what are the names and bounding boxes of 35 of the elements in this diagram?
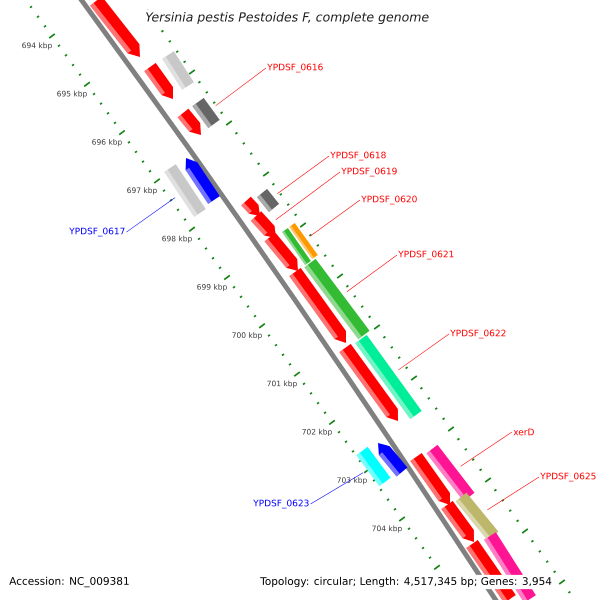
gene-label: YPDSF_0617 xyxy=(69,228,125,236)
gene-label: YPDSF_0623 xyxy=(253,500,309,508)
gene-label: YPDSF_0620 xyxy=(361,196,417,204)
leader-line xyxy=(215,68,266,106)
leader-line xyxy=(310,472,364,504)
leader-line xyxy=(487,476,540,510)
gene-label: YPDSF_0618 xyxy=(330,152,386,160)
gene-feature xyxy=(241,196,260,216)
gene-label: xerD xyxy=(513,428,534,436)
gene-feature xyxy=(178,108,201,135)
gene-label: YPDSF_0616 xyxy=(267,64,323,72)
leader-line xyxy=(398,334,450,370)
gene-feature xyxy=(164,164,206,217)
leader-line xyxy=(126,197,176,232)
leader-line xyxy=(277,156,330,194)
gene-feature xyxy=(250,211,276,238)
gene-label: YPDSF_0621 xyxy=(398,250,454,260)
gene-feature xyxy=(355,334,422,420)
leader-line xyxy=(276,172,340,220)
gene-label: YPDSF_0625 xyxy=(540,472,596,482)
title: Yersinia pestis Pestoides F, complete genome xyxy=(143,10,432,26)
gene-feature xyxy=(456,492,498,540)
leader-line xyxy=(310,200,360,236)
leader-line xyxy=(460,432,512,467)
gene-feature xyxy=(90,0,140,57)
gene-feature xyxy=(264,232,298,271)
leader-line xyxy=(346,254,398,292)
accession-text: Accession: NC_009381 xyxy=(7,574,132,590)
gene-feature xyxy=(378,443,408,476)
gene-feature xyxy=(256,188,280,212)
gene-feature xyxy=(144,62,173,99)
gene-label: YPDSF_0619 xyxy=(341,168,397,176)
gene-feature xyxy=(289,268,346,343)
genome-info-text: Topology: circular; Length: 4,517,345 bp; Genes: 3,954 xyxy=(258,574,554,590)
gene-label: YPDSF_0622 xyxy=(450,330,506,338)
